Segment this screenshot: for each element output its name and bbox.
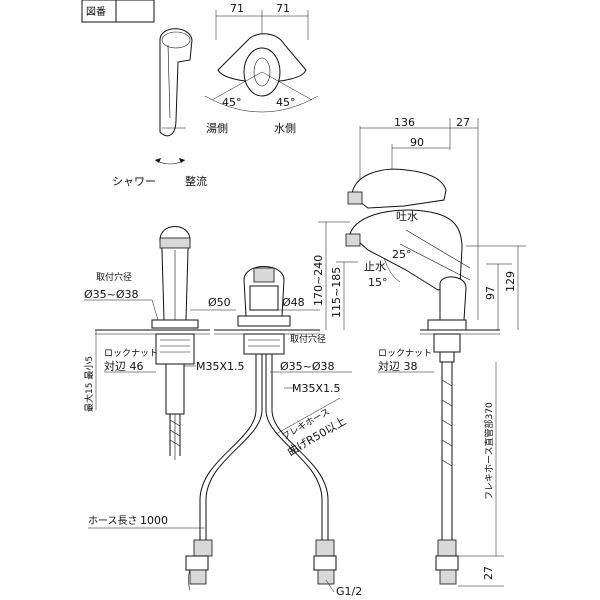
dim-136: 136 <box>394 116 415 129</box>
mid-mount-hole-label: 取付穴径 <box>290 333 326 345</box>
dim-97: 97 <box>484 286 497 300</box>
front-view: 取付穴径 Ø35~Ø38 Ø50 ロックナット 対辺 46 M35X1.5 最大… <box>83 226 245 529</box>
stop-label: 止水 <box>364 260 386 273</box>
mid-thread: M35X1.5 <box>292 382 341 395</box>
dim-27-top: 27 <box>456 116 470 129</box>
front-mount-hole-label: 取付穴径 <box>96 271 132 283</box>
right-locknut-value: 対辺 38 <box>378 359 418 373</box>
middle-view: Ø48 取付穴径 Ø35~Ø38 M35X1.5 フレキホース 曲げR50以上 … <box>185 266 362 598</box>
hose-length-label: ホース長さ <box>88 515 138 527</box>
dim-90: 90 <box>410 136 424 149</box>
small-side-view: シャワー 整流 <box>112 28 207 188</box>
dim-27-bottom: 27 <box>482 566 495 580</box>
angle-left: 45° <box>222 96 242 109</box>
hot-side-label: 湯側 <box>206 122 228 135</box>
front-thread: M35X1.5 <box>196 360 245 373</box>
angle-15: 15° <box>368 276 388 289</box>
mid-mount-hole-value: Ø35~Ø38 <box>280 360 335 373</box>
hose-length-value: 1000 <box>140 514 168 527</box>
drawing-number-label: 図番 <box>86 6 106 18</box>
flex-straight-label: フレキホース直管部370 <box>483 402 495 500</box>
front-dia-50: Ø50 <box>208 296 231 309</box>
aerated-label: 整流 <box>185 174 207 188</box>
front-locknut-label: ロックナット <box>104 348 158 359</box>
cold-side-label: 水側 <box>274 122 296 135</box>
mid-dia-48: Ø48 <box>282 296 305 309</box>
front-locknut-value: 対辺 46 <box>104 359 144 373</box>
spout-label: 吐水 <box>396 210 418 223</box>
shower-label: シャワー <box>112 175 156 188</box>
front-mount-hole-value: Ø35~Ø38 <box>84 288 139 301</box>
angle-right: 45° <box>276 96 296 109</box>
angle-25: 25° <box>392 248 412 261</box>
front-max-min: 最大15 最小5 <box>83 356 95 412</box>
right-view: 136 27 90 吐水 止水 25° 15° 170~240 115~185 <box>312 116 526 587</box>
top-view: 71 71 45° 45° 湯側 水側 <box>204 2 319 135</box>
dim-129: 129 <box>504 271 517 292</box>
g-thread-label: G1/2 <box>336 585 362 598</box>
top-dim-left: 71 <box>230 2 244 15</box>
dim-115-185: 115~185 <box>330 267 343 318</box>
top-dim-right: 71 <box>276 2 290 15</box>
right-locknut-label: ロックナット <box>378 348 432 359</box>
title-block: 図番 <box>81 0 155 23</box>
dim-170-240: 170~240 <box>312 255 325 306</box>
